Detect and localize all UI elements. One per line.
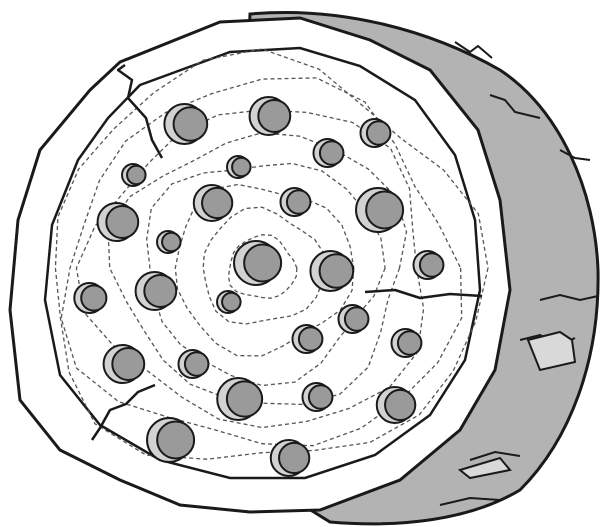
hole: [310, 251, 353, 291]
hole: [413, 251, 443, 279]
hole: [280, 188, 310, 216]
hole: [356, 188, 403, 232]
hole: [164, 104, 207, 144]
hole: [391, 329, 421, 357]
hole: [98, 203, 139, 241]
hole: [194, 185, 233, 221]
hole: [74, 283, 106, 313]
hole: [338, 305, 368, 333]
hole: [313, 139, 343, 167]
hole: [217, 378, 262, 420]
hole: [227, 156, 251, 178]
hole: [302, 383, 332, 411]
hole: [360, 119, 390, 147]
hole: [234, 241, 281, 285]
hole: [147, 418, 194, 462]
hole: [250, 97, 291, 135]
hole: [178, 350, 208, 378]
hole: [122, 164, 146, 186]
hole: [217, 291, 241, 313]
hole: [104, 345, 145, 383]
hole: [136, 272, 177, 310]
hole: [157, 231, 181, 253]
hole: [377, 387, 416, 423]
hole: [271, 440, 310, 476]
hole: [292, 325, 322, 353]
